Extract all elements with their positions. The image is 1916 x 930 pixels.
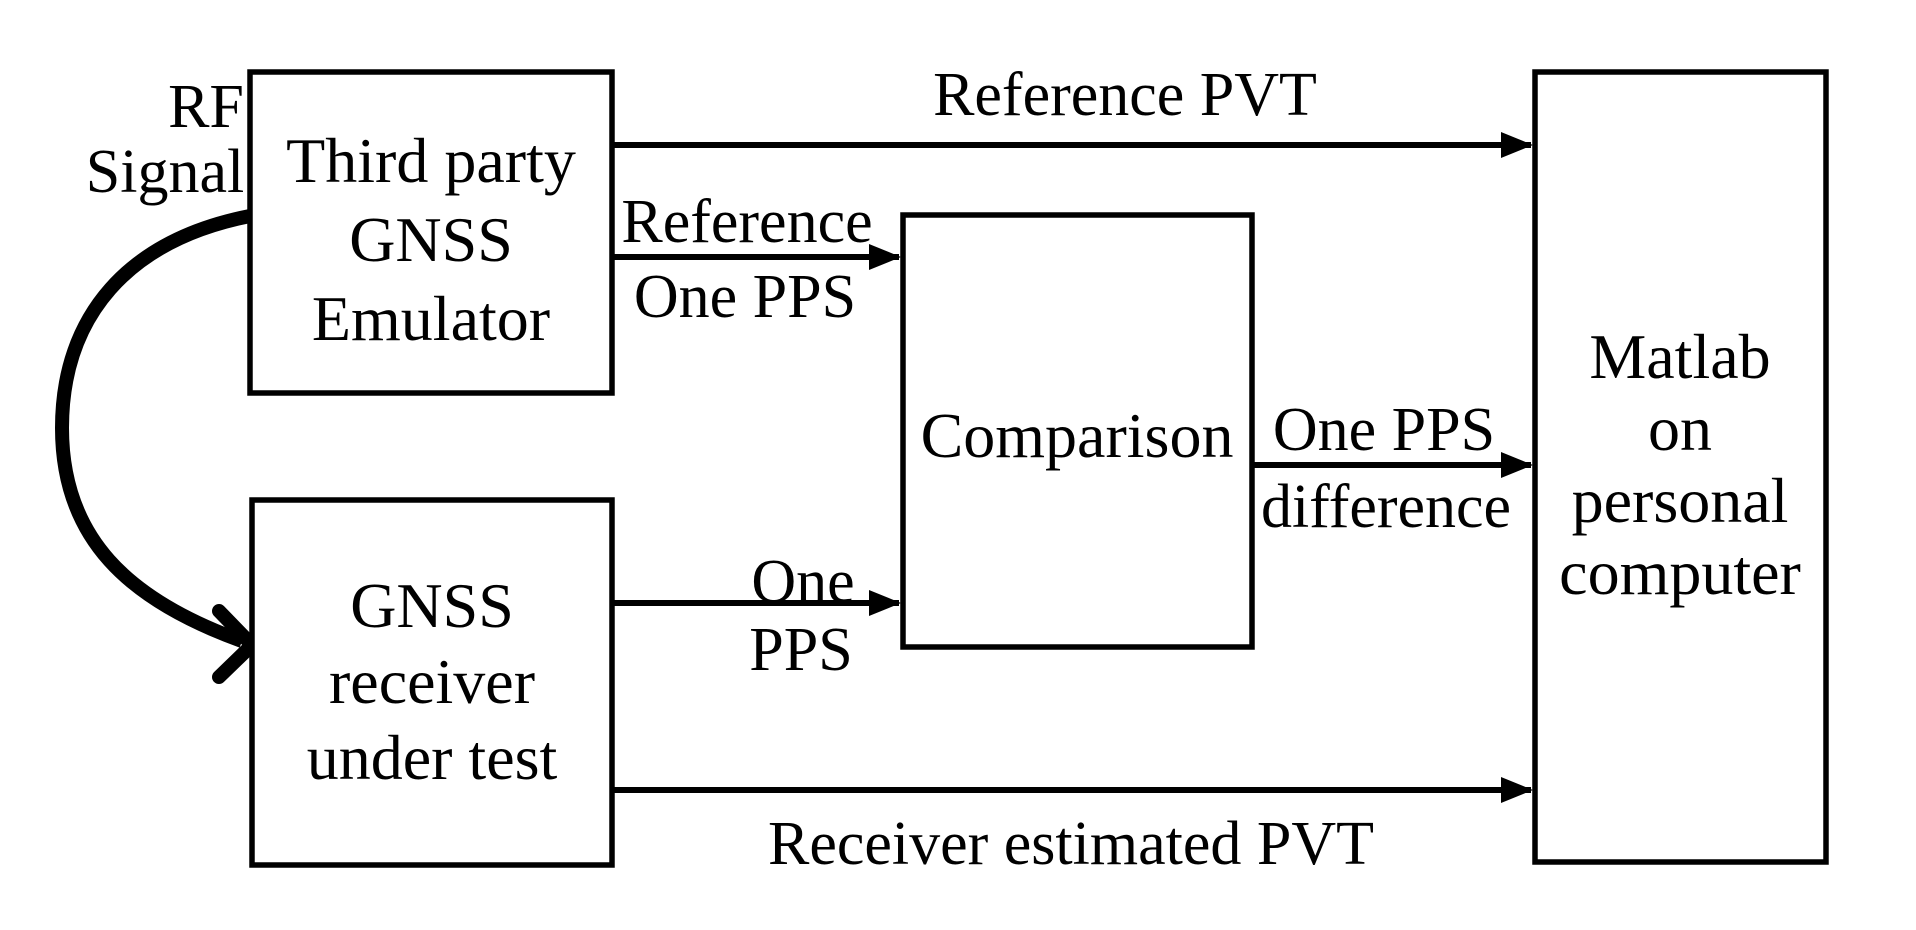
emulator-box-frame <box>247 69 615 396</box>
one-pps-difference-arrow: One PPS difference <box>1254 396 1533 541</box>
one-pps-difference-label-line1: One PPS <box>1273 396 1495 464</box>
matlab-box-label-line3: personal <box>1572 465 1789 536</box>
rf-signal-label-line2: Signal <box>86 138 244 206</box>
reference-one-pps-arrow: Reference One PPS <box>614 188 901 331</box>
receiver-box-label-line1: GNSS <box>350 570 514 641</box>
receiver-estimated-pvt-label: Receiver estimated PVT <box>768 810 1374 878</box>
matlab-box-frame <box>1532 69 1829 865</box>
rf-signal-label-line1: RF <box>168 73 244 141</box>
emulator-box-label-line1: Third party <box>286 125 576 196</box>
emulator-box-label-line3: Emulator <box>312 283 550 354</box>
comparison-box-label: Comparison <box>921 400 1234 471</box>
reference-one-pps-label-line2: One PPS <box>634 263 856 331</box>
one-pps-label-line1: One <box>751 548 854 616</box>
reference-one-pps-label-line1: Reference <box>621 188 872 256</box>
receiver-box-label-line2: receiver <box>329 646 535 717</box>
rf-signal-curve <box>54 209 252 648</box>
comparison-box-frame <box>900 212 1255 650</box>
matlab-box: Matlab on personal computer <box>1532 69 1829 865</box>
one-pps-difference-label-line2: difference <box>1261 473 1511 541</box>
receiver-box-label-line3: under test <box>307 722 558 793</box>
matlab-box-label-line1: Matlab <box>1589 321 1770 392</box>
reference-pvt-label: Reference PVT <box>933 61 1317 129</box>
matlab-box-label-line2: on <box>1648 393 1712 464</box>
matlab-box-label-line4: computer <box>1559 537 1801 608</box>
receiver-estimated-pvt-arrow: Receiver estimated PVT <box>614 777 1533 878</box>
receiver-box: GNSS receiver under test <box>249 497 615 868</box>
emulator-box-label-line2: GNSS <box>349 204 513 275</box>
rf-signal-arrow: RF Signal <box>54 73 259 684</box>
one-pps-label-line2: PPS <box>749 616 852 684</box>
one-pps-arrow: One PPS <box>614 548 901 684</box>
reference-pvt-arrow: Reference PVT <box>614 61 1533 158</box>
comparison-box: Comparison <box>900 212 1255 650</box>
emulator-box: Third party GNSS Emulator <box>247 69 615 396</box>
receiver-box-frame <box>249 497 615 868</box>
